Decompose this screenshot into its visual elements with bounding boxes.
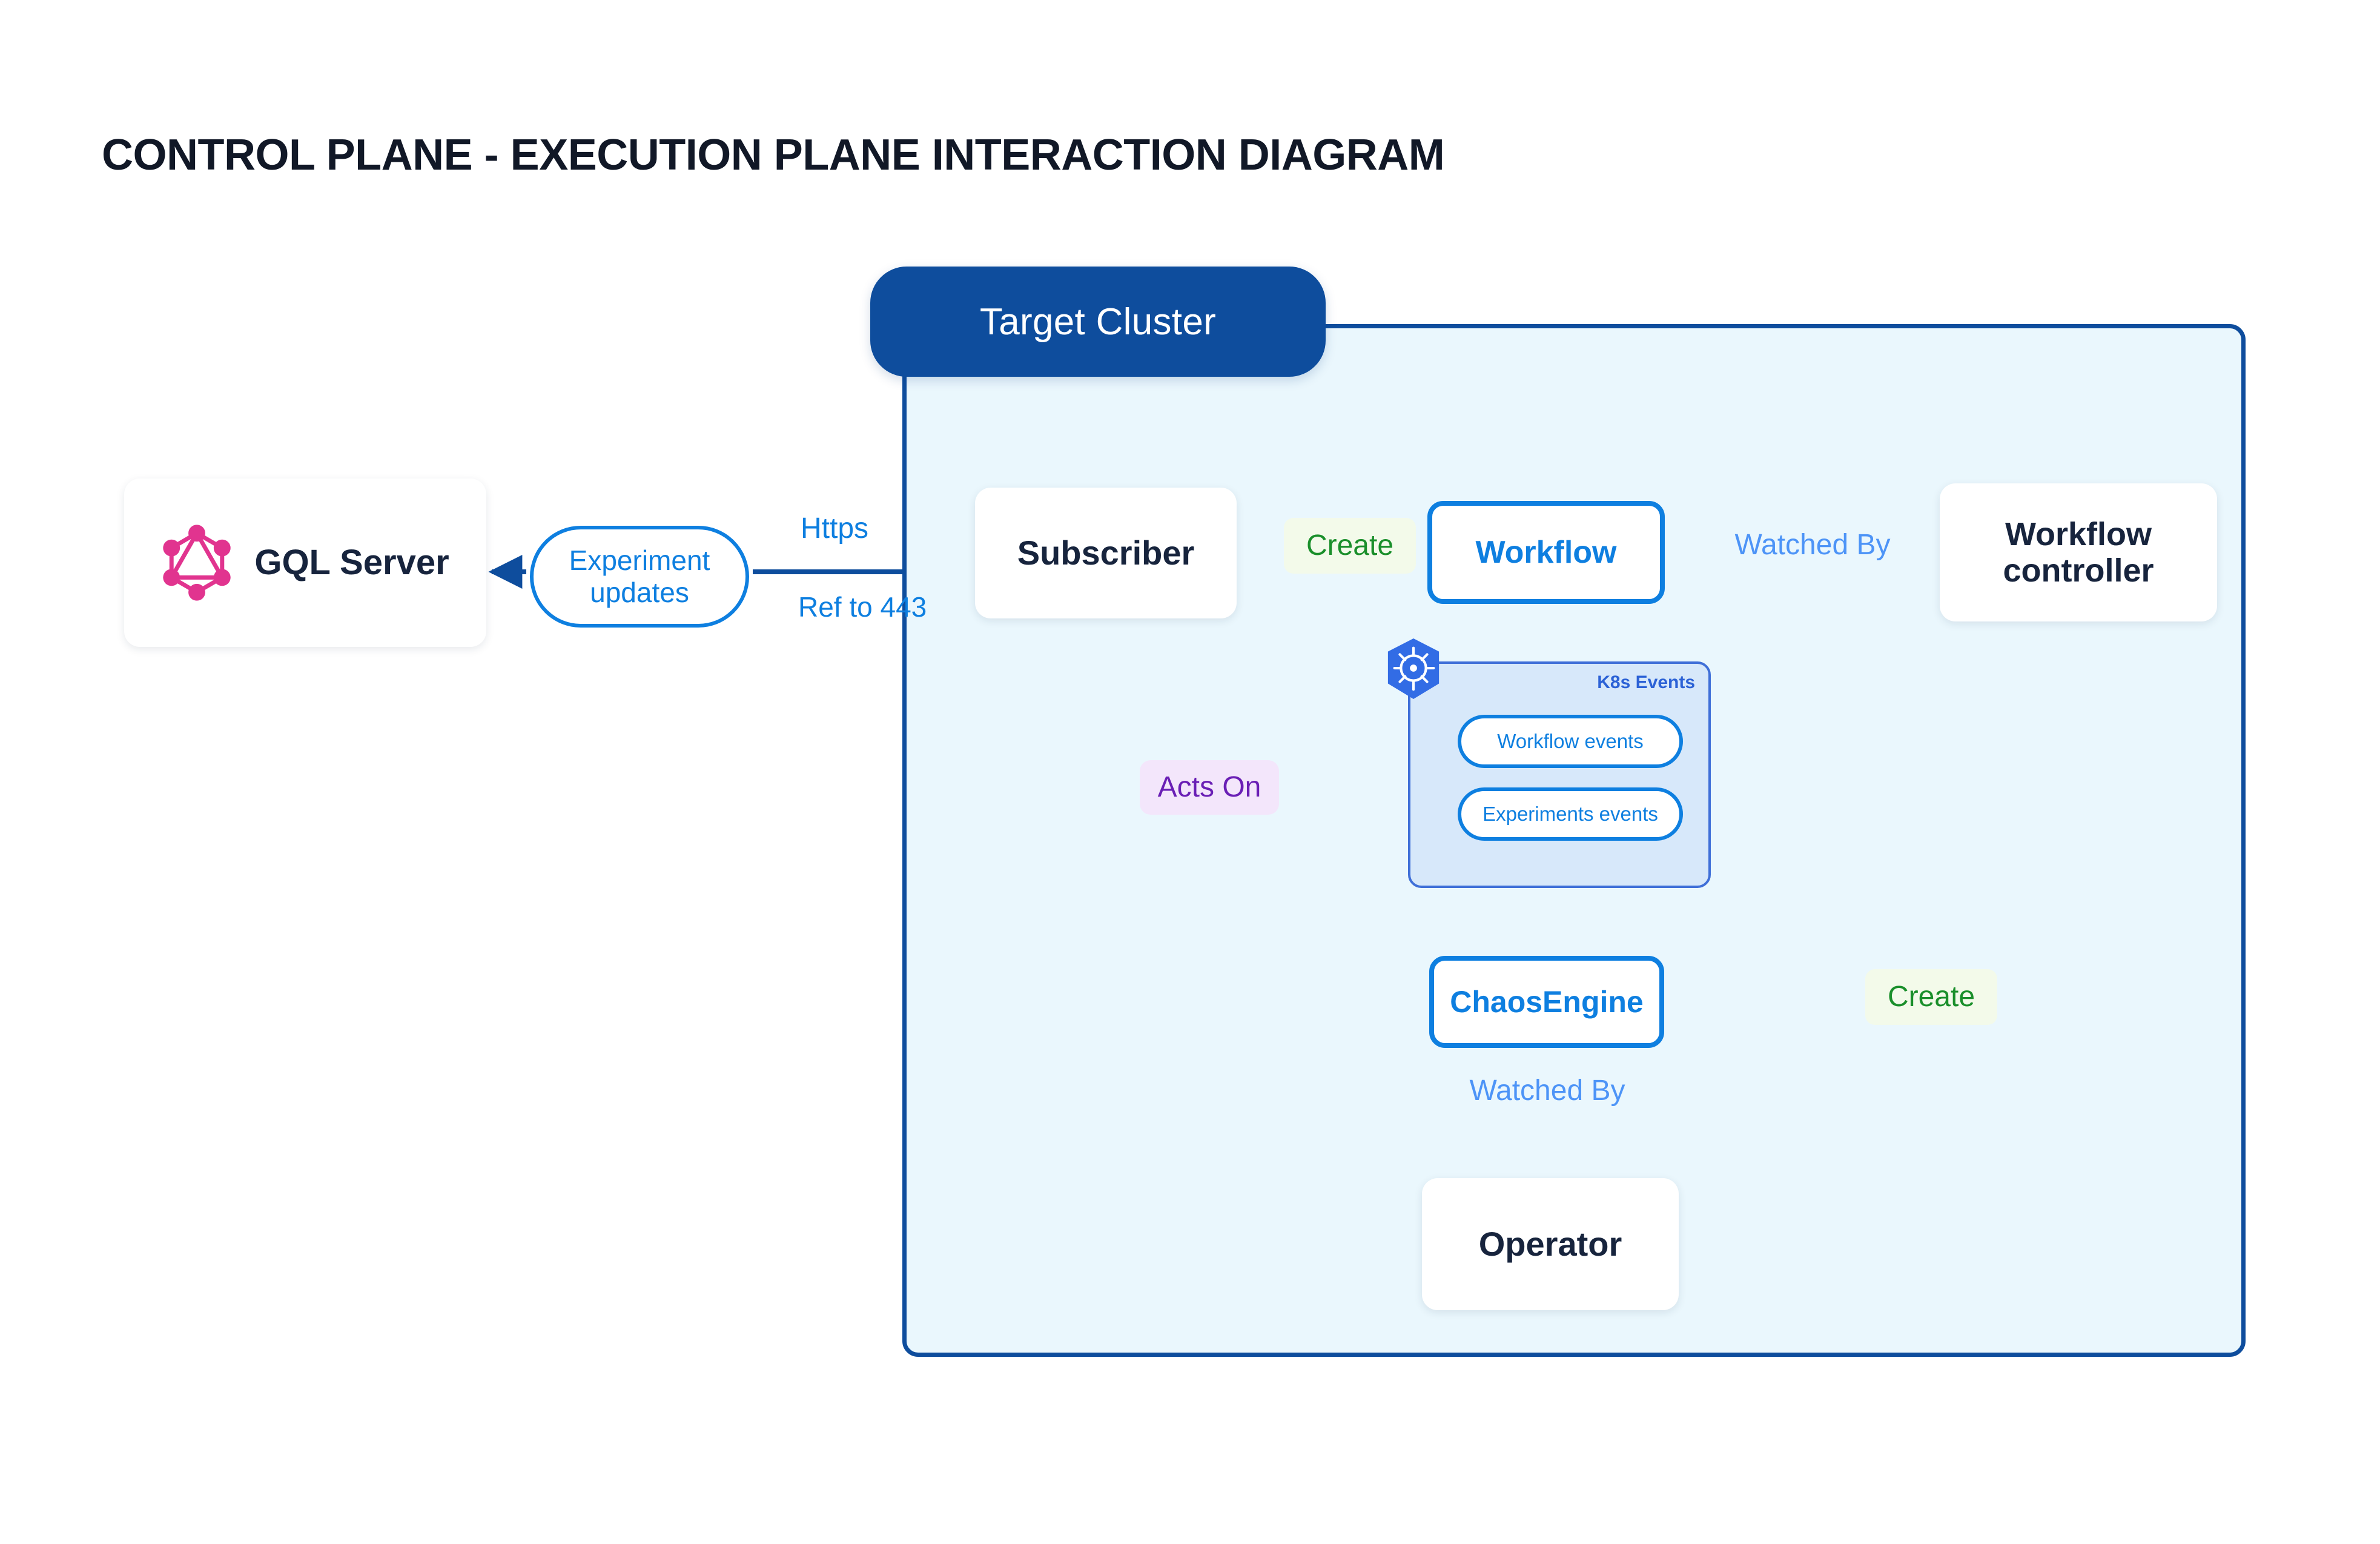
edge-label-https: Https	[801, 512, 869, 545]
node-workflow-controller-line2: controller	[2003, 552, 2154, 589]
graphql-logo-icon	[163, 525, 231, 601]
node-workflow-label: Workflow	[1475, 534, 1617, 570]
k8s-pill-workflow-events-label: Workflow events	[1497, 730, 1644, 752]
edge-label-experiment-updates: Experiment updates	[530, 526, 749, 628]
kubernetes-helm-icon	[1387, 638, 1440, 699]
node-gql-server-label: GQL Server	[254, 542, 449, 582]
node-workflow[interactable]: Workflow	[1427, 501, 1665, 604]
k8s-events-title: K8s Events	[1597, 672, 1695, 692]
node-subscriber[interactable]: Subscriber	[975, 488, 1237, 618]
k8s-events-group: K8s Events Workflow events Experiments e…	[1387, 638, 1711, 888]
node-gql-server[interactable]: GQL Server	[124, 479, 486, 647]
node-operator[interactable]: Operator	[1422, 1178, 1679, 1310]
edge-label-watched-by-operator: Watched By	[1469, 1074, 1625, 1107]
k8s-pill-experiments-events[interactable]: Experiments events	[1458, 787, 1683, 841]
edge-label-create-workflow: Create	[1284, 518, 1416, 574]
page-title: CONTROL PLANE - EXECUTION PLANE INTERACT…	[102, 131, 1445, 179]
edge-label-ref-to-443: Ref to 443	[798, 591, 927, 623]
k8s-pill-experiments-events-label: Experiments events	[1483, 803, 1658, 825]
k8s-pill-workflow-events[interactable]: Workflow events	[1458, 715, 1683, 768]
node-workflow-controller[interactable]: Workflow controller	[1940, 483, 2217, 621]
node-chaosengine-label: ChaosEngine	[1450, 985, 1644, 1019]
edge-label-watched-by-controller: Watched By	[1734, 528, 1891, 561]
edge-label-create-chaosengine: Create	[1865, 969, 1997, 1025]
edge-label-acts-on: Acts On	[1140, 760, 1279, 815]
node-subscriber-label: Subscriber	[1017, 533, 1195, 572]
target-cluster-label: Target Cluster	[870, 267, 1326, 377]
node-workflow-controller-line1: Workflow	[2005, 515, 2152, 552]
node-operator-label: Operator	[1478, 1224, 1622, 1263]
node-chaosengine[interactable]: ChaosEngine	[1429, 956, 1664, 1048]
